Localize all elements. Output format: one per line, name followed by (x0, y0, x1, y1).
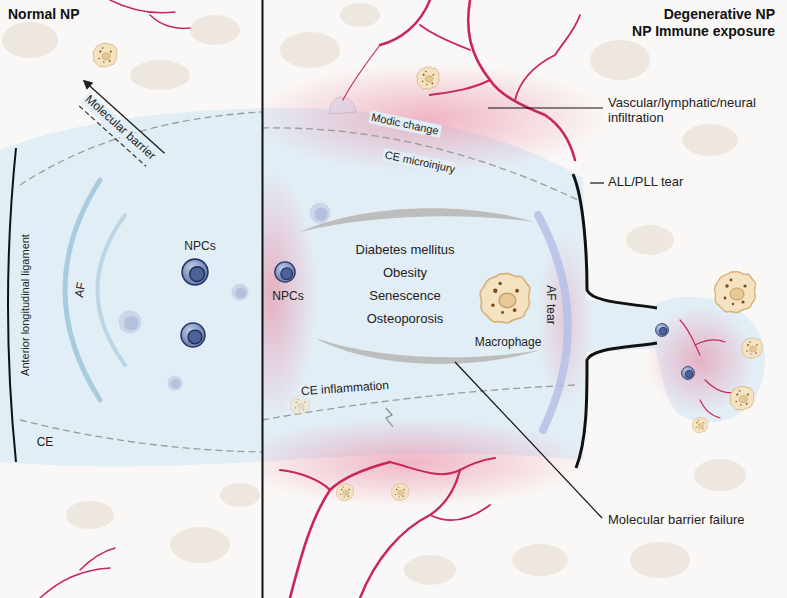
cell-label: NPCs (272, 290, 303, 304)
macrophage-cell (417, 67, 439, 89)
macrophage-cell (391, 483, 408, 500)
inflammation-glow (263, 63, 755, 507)
vessel (515, 15, 580, 100)
vessel (380, 0, 430, 45)
risk-factor-label: Diabetes mellitus (356, 243, 455, 258)
leader-line (488, 107, 603, 108)
vessel (280, 470, 330, 490)
np-cell (167, 375, 182, 390)
vessel (40, 548, 115, 598)
endplate-line (262, 128, 578, 200)
panel-divider (262, 0, 264, 598)
np-cell (656, 324, 669, 337)
callout-label: ALL/PLL tear (608, 175, 683, 190)
cell-label: NPCs (184, 240, 215, 254)
macrophage-cell (336, 483, 353, 500)
ligament-line (573, 174, 657, 308)
endplate-label: CE (37, 436, 54, 450)
panel-heading: NP Immune exposure (263, 23, 775, 40)
risk-factor-label: Obesity (383, 266, 427, 281)
ligament-line (8, 148, 16, 462)
macrophage-cell (93, 43, 117, 67)
bone-blob (66, 501, 114, 529)
barrier-crescent (300, 208, 535, 232)
vessel (430, 80, 490, 95)
annulus-label: AF (73, 281, 89, 299)
arrow-shaft (84, 81, 164, 153)
barrier-arrow (70, 81, 165, 170)
vessel (343, 45, 380, 100)
leader-line (455, 362, 602, 518)
bone-blob (682, 124, 738, 156)
macrophage-cell (742, 338, 763, 358)
glow (263, 63, 610, 173)
annulus-arc (98, 215, 126, 365)
glow (263, 170, 317, 420)
vessel (360, 470, 460, 598)
annulus-tear-arc (538, 215, 568, 430)
panel-heading: Degenerative NP (263, 6, 775, 23)
macrophage-cell (714, 272, 755, 313)
cartilage-endplate (20, 112, 578, 452)
vessel (390, 458, 495, 474)
bone-blob (590, 40, 650, 80)
cell-label: Macrophage (475, 336, 542, 350)
vessel (468, 0, 575, 160)
annulus-arc (65, 180, 100, 400)
endplate-line (20, 420, 262, 452)
bone-blob (404, 555, 456, 585)
inflammation-bolt (386, 408, 393, 427)
bone-blob (340, 3, 380, 27)
np-cell (310, 203, 331, 224)
leader-line (590, 182, 604, 183)
bone-blob (694, 459, 746, 491)
ligament-label: Anterior longitudinal ligament (19, 234, 32, 376)
herniated-nucleus (583, 297, 765, 423)
callout-label: Vascular/lymphatic/neural infiltration (608, 96, 782, 126)
panel: Normal NP (0, 0, 262, 598)
bone-blob (630, 542, 690, 578)
bone-blob (626, 225, 674, 255)
np-cell (181, 323, 205, 347)
panel: Degenerative NPNP Immune exposure (263, 0, 787, 598)
macrophage-cell (480, 273, 530, 323)
macrophage-cell (730, 386, 754, 410)
callout-label: Molecular barrier failure (608, 513, 745, 528)
bone-blob (130, 60, 190, 90)
blood-vessels (40, 0, 740, 598)
bone-blob (512, 544, 568, 576)
ligament-line (576, 343, 657, 468)
glow (645, 305, 755, 415)
vessel (290, 462, 390, 598)
bone-blob (280, 32, 340, 68)
vessel (110, 0, 190, 28)
np-cell (231, 283, 248, 300)
bone-blob (220, 483, 260, 507)
np-cell (682, 367, 695, 380)
np-cell (275, 262, 295, 282)
vessel (430, 505, 490, 520)
np-cell (119, 311, 142, 334)
annulus-label: AF tear (543, 285, 557, 324)
macrophage-cell (692, 417, 707, 432)
panel-heading: Normal NP (8, 6, 262, 23)
bone-blob (170, 527, 230, 563)
bone-blob (190, 15, 240, 45)
vessel (420, 25, 470, 50)
bone-blob (2, 22, 58, 58)
np-cell (182, 259, 208, 285)
risk-factor-label: Senescence (369, 289, 441, 304)
risk-factor-label: Osteoporosis (367, 312, 444, 327)
